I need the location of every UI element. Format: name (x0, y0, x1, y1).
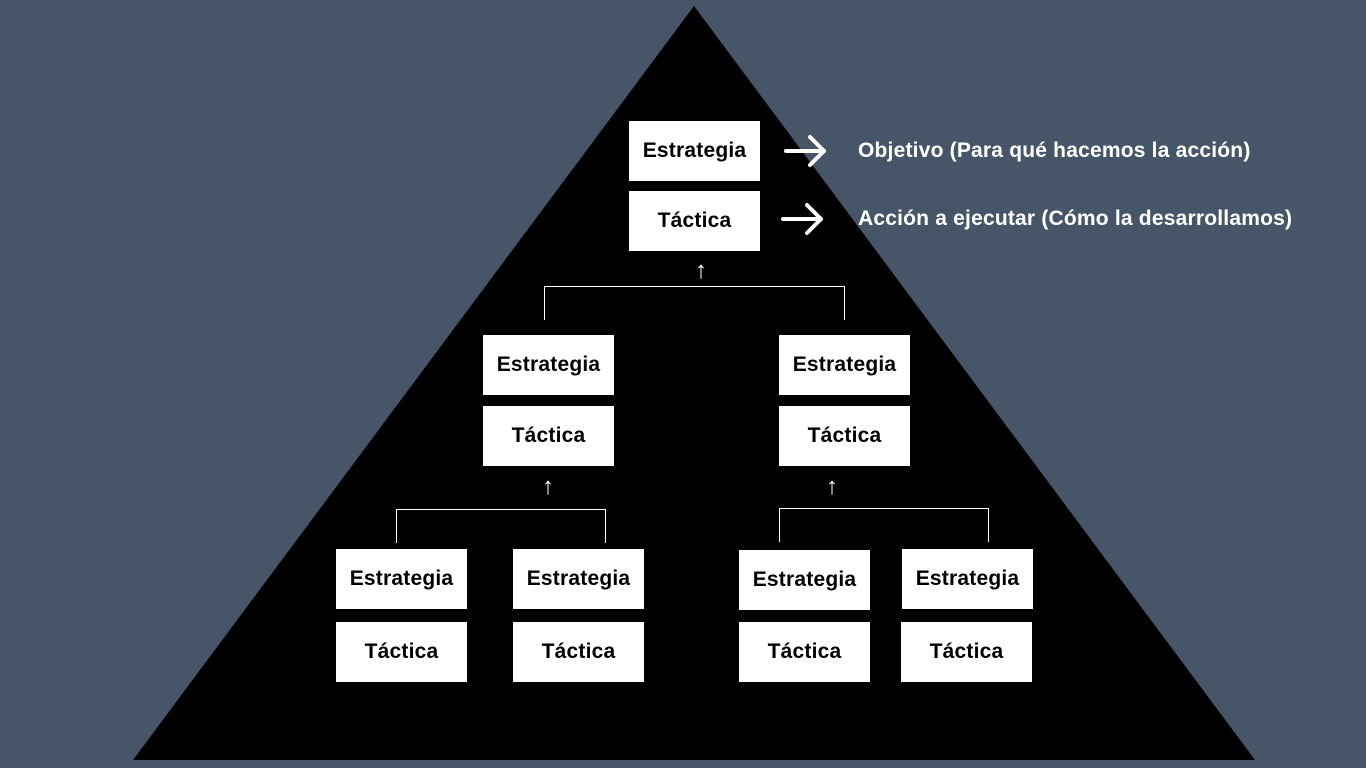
bottom-2-tactica-label: Táctica (541, 640, 616, 663)
arrow-up-icon: ↑ (695, 257, 707, 284)
top-tactica-box: Táctica (629, 191, 760, 251)
bottom-2-estrategia-box: Estrategia (513, 549, 644, 609)
bottom-4-estrategia-box: Estrategia (902, 549, 1033, 609)
middle-right-tactica-box: Táctica (779, 406, 910, 466)
bottom-1-tactica-label: Táctica (364, 640, 439, 663)
middle-right-estrategia-label: Estrategia (792, 353, 897, 376)
top-tactica-label: Táctica (657, 209, 732, 232)
bottom-1-estrategia-box: Estrategia (336, 549, 467, 609)
bottom-4-tactica-label: Táctica (929, 640, 1004, 663)
top-estrategia-box: Estrategia (629, 121, 760, 181)
bottom-1-tactica-box: Táctica (336, 622, 467, 682)
connector-bracket (396, 509, 606, 543)
middle-left-tactica-box: Táctica (483, 406, 614, 466)
middle-left-estrategia-label: Estrategia (496, 353, 601, 376)
objetivo-annotation: Objetivo (Para qué hacemos la acción) (858, 139, 1251, 162)
top-estrategia-label: Estrategia (642, 139, 747, 162)
bottom-3-estrategia-box: Estrategia (739, 550, 870, 610)
middle-left-estrategia-box: Estrategia (483, 335, 614, 395)
bottom-1-estrategia-label: Estrategia (349, 567, 454, 590)
middle-right-estrategia-box: Estrategia (779, 335, 910, 395)
arrow-right-icon (781, 203, 823, 235)
bottom-3-estrategia-label: Estrategia (752, 568, 857, 591)
bottom-2-estrategia-label: Estrategia (526, 567, 631, 590)
bottom-4-tactica-box: Táctica (901, 622, 1032, 682)
bottom-3-tactica-box: Táctica (739, 622, 870, 682)
bottom-4-estrategia-label: Estrategia (915, 567, 1020, 590)
middle-left-tactica-label: Táctica (511, 424, 586, 447)
connector-bracket (779, 508, 989, 542)
arrow-up-icon: ↑ (542, 473, 554, 500)
pyramid-shape (133, 6, 1255, 760)
bottom-2-tactica-box: Táctica (513, 622, 644, 682)
accion-annotation: Acción a ejecutar (Cómo la desarrollamos… (858, 207, 1293, 230)
connector-bracket (544, 286, 845, 320)
middle-right-tactica-label: Táctica (807, 424, 882, 447)
arrow-right-icon (784, 135, 826, 167)
arrow-up-icon: ↑ (826, 473, 838, 500)
bottom-3-tactica-label: Táctica (767, 640, 842, 663)
